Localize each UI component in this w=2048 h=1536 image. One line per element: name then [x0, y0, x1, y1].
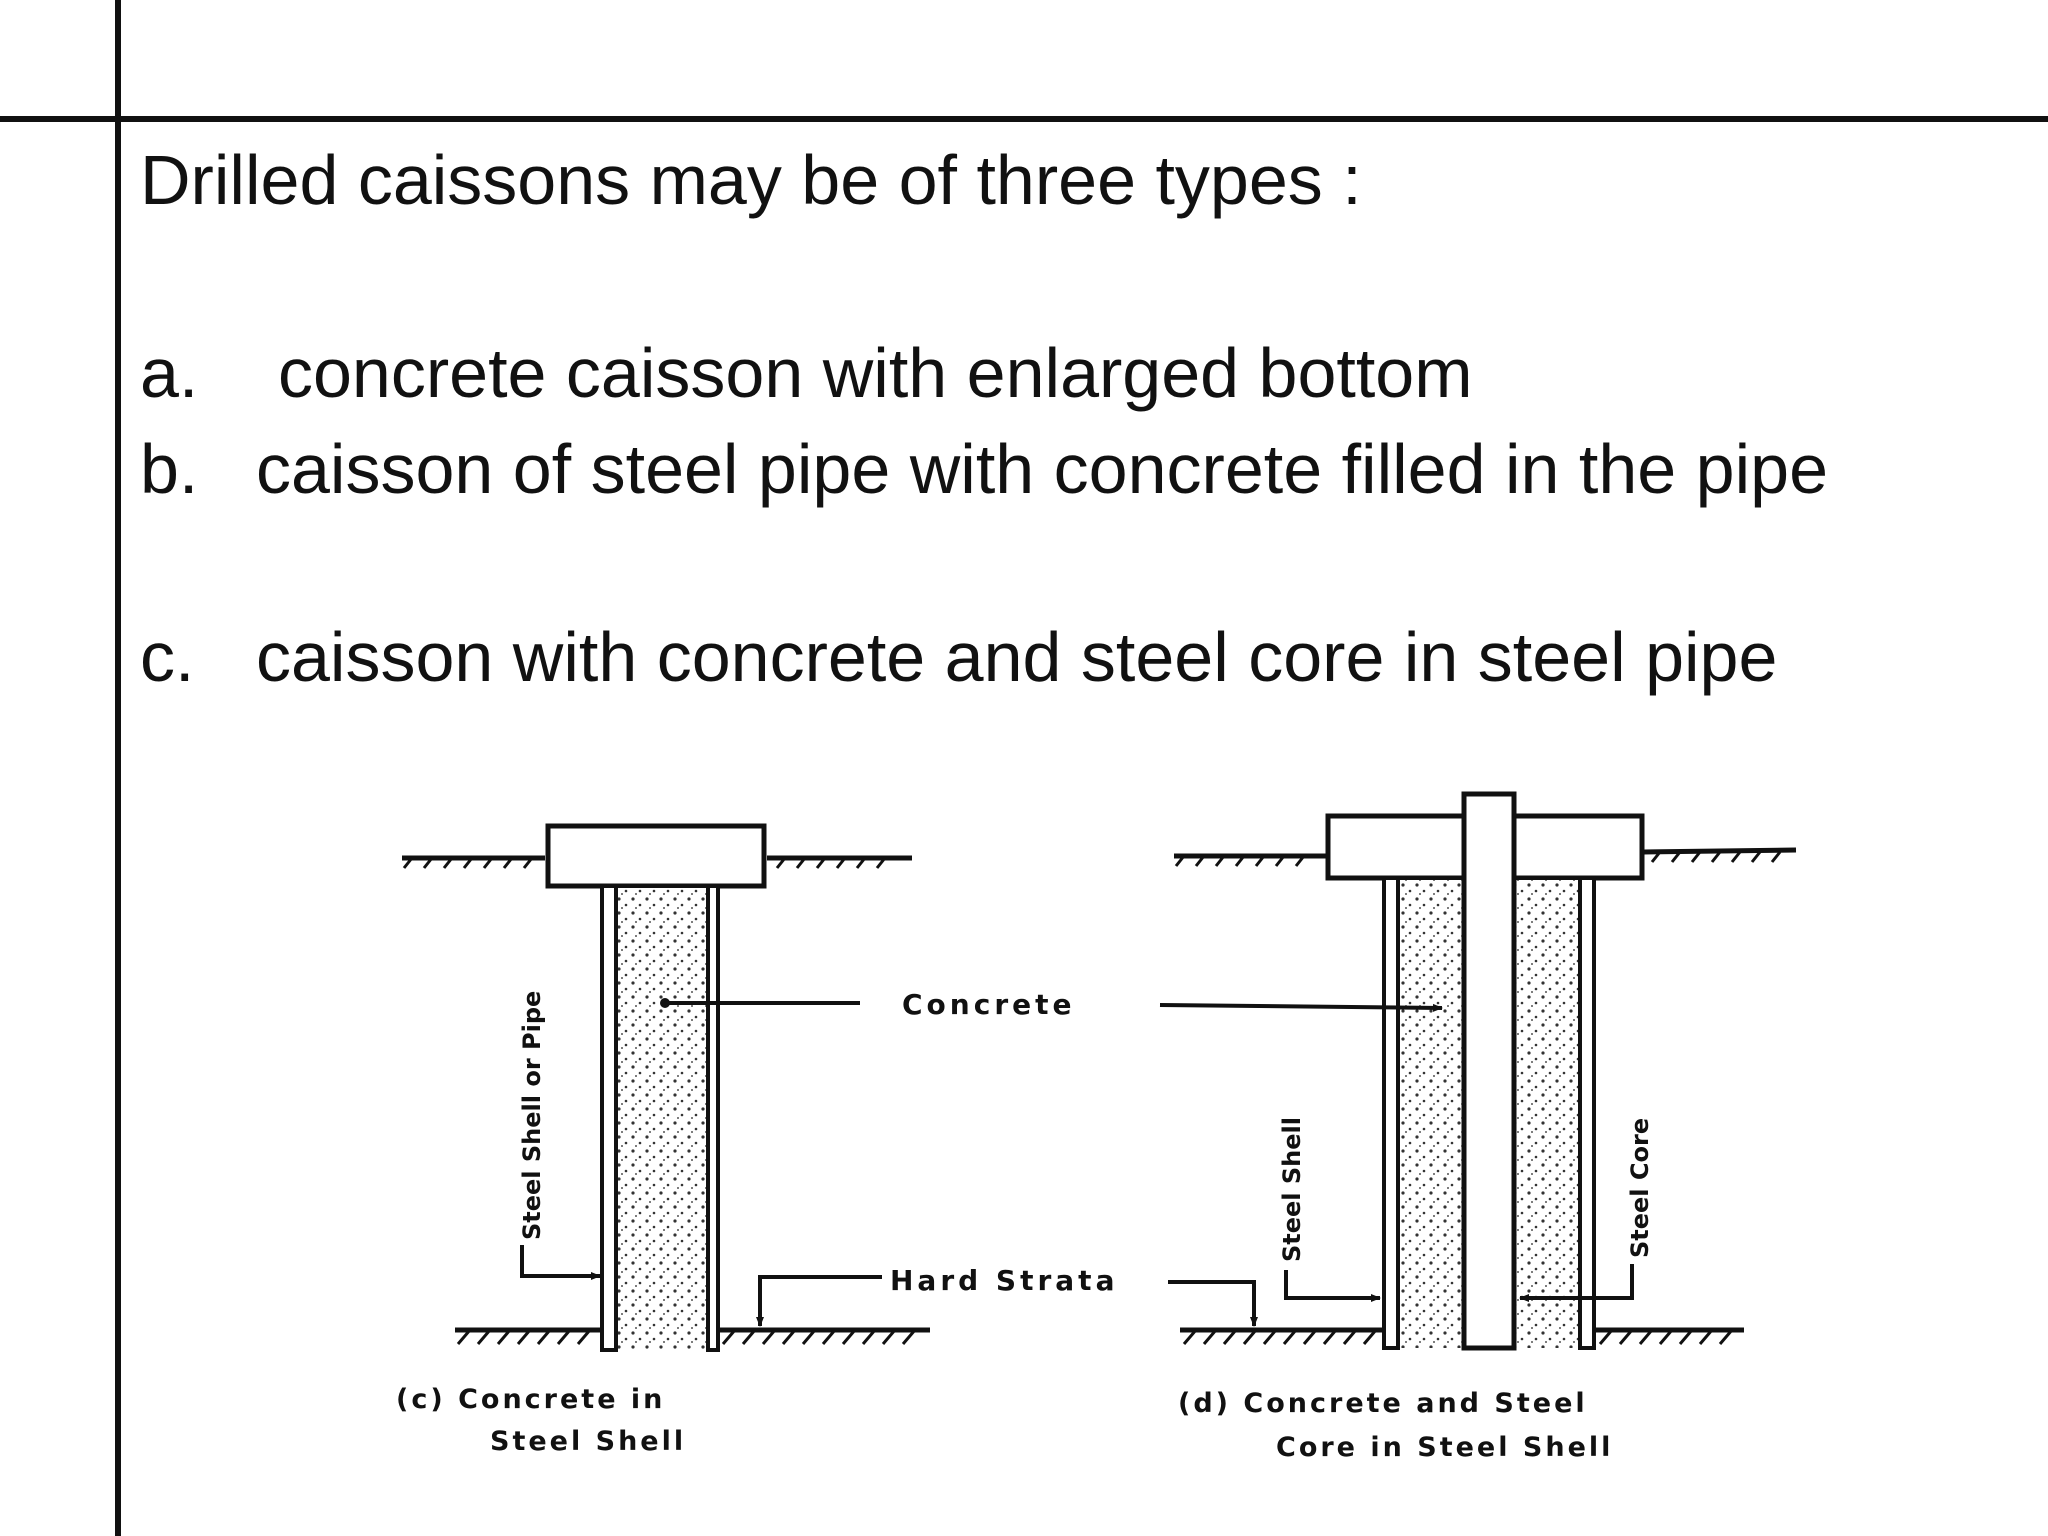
steel-shell-right-d [1578, 876, 1596, 1350]
label-steel-shell: Steel Shell [1278, 1117, 1306, 1262]
leader-hard-strata-d [1168, 1280, 1258, 1327]
hard-strata-line-c [455, 1327, 930, 1345]
steel-core-d [1461, 791, 1517, 1351]
caisson-d: Steel Shell Steel Core (d) Concrete and … [1159, 791, 1797, 1463]
top-rule [0, 116, 2048, 122]
label-concrete: Concrete [902, 988, 1076, 1021]
ground-surface-d [1174, 847, 1797, 867]
list-text-b: caisson of steel pipe with concrete fill… [256, 430, 1829, 508]
list-text-c: caisson with concrete and steel core in … [256, 618, 1778, 696]
list-marker-c: c. [140, 618, 195, 696]
leader-hard-strata-c [756, 1275, 882, 1327]
pile-cap-c [545, 823, 767, 889]
caption-d-line2: Core in Steel Shell [1276, 1432, 1613, 1463]
steel-shell-right-c [706, 884, 720, 1352]
label-steel-core: Steel Core [1626, 1118, 1654, 1258]
slide-heading: Drilled caissons may be of three types : [140, 141, 1362, 219]
caption-c-line2: Steel Shell [490, 1426, 686, 1457]
leader-concrete-d [1159, 1003, 1443, 1012]
leader-steel-shell-d [1284, 1270, 1381, 1302]
leader-steel-core-d [1519, 1264, 1634, 1302]
leader-steel-shell-c [520, 1245, 601, 1280]
list-marker-a: a. [140, 334, 199, 412]
hard-strata-line-d [1180, 1327, 1744, 1345]
ground-surface-c [402, 855, 912, 869]
concrete-fill-left-d [1400, 880, 1462, 1348]
caisson-c: Steel Shell or Pipe (c) Concrete in Stee… [396, 823, 930, 1457]
label-steel-shell-or-pipe: Steel Shell or Pipe [518, 991, 546, 1240]
steel-shell-left-d [1382, 876, 1400, 1350]
concrete-fill-right-d [1516, 880, 1578, 1348]
caption-d-line1: (d) Concrete and Steel [1178, 1388, 1588, 1419]
list-text-a: concrete caisson with enlarged bottom [278, 334, 1473, 412]
caption-c-line1: (c) Concrete in [396, 1384, 665, 1415]
left-rule [115, 0, 121, 1536]
steel-shell-left-c [600, 884, 618, 1352]
list-marker-b: b. [140, 430, 199, 508]
label-hard-strata: Hard Strata [890, 1264, 1118, 1297]
concrete-fill-c [616, 888, 708, 1350]
